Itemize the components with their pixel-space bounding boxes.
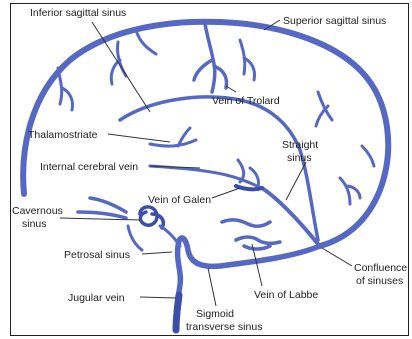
leader-sigmoid xyxy=(208,268,216,306)
leader-thalamostriate xyxy=(108,134,170,142)
vein-of-trolard-vessel xyxy=(194,24,227,92)
label-straight-sinus-line1: Straight xyxy=(282,139,318,151)
vessels xyxy=(23,22,388,330)
label-vein-of-labbe: Vein of Labbe xyxy=(254,289,318,301)
leader-vein-of-trolard xyxy=(226,86,236,92)
leader-petrosal-sinus xyxy=(142,252,172,254)
leader-straight-sinus xyxy=(286,162,306,200)
label-cavernous-sinus-line2: sinus xyxy=(22,218,47,230)
label-straight-sinus-line2: sinus xyxy=(287,152,312,164)
thalamostriate-vessel xyxy=(150,128,196,146)
label-superior-sagittal-sinus: Superior sagittal sinus xyxy=(283,15,386,27)
cortical-vein xyxy=(316,92,332,126)
label-internal-cerebral-vein: Internal cerebral vein xyxy=(40,161,138,173)
inferior-sagittal-sinus-vessel xyxy=(120,97,318,240)
leader-vein-of-galen xyxy=(212,188,240,198)
leader-jugular-vein xyxy=(140,297,176,298)
label-thalamostriate: Thalamostriate xyxy=(28,129,98,141)
cortical-vein xyxy=(340,178,360,204)
leader-cavernous-sinus xyxy=(60,218,140,220)
inferior-vessel xyxy=(128,226,142,250)
cortical-vein xyxy=(58,68,73,110)
label-sigmoid-line2: transverse sinus xyxy=(186,321,262,333)
label-sigmoid-line1: Sigmoid xyxy=(196,308,234,320)
label-confluence-line1: Confluence xyxy=(354,262,407,274)
internal-cerebral-vein-vessel xyxy=(150,160,262,188)
label-jugular-vein: Jugular vein xyxy=(68,292,125,304)
cortical-vein xyxy=(240,40,255,80)
leader-confluence xyxy=(322,248,352,266)
label-cavernous-sinus-line1: Cavernous xyxy=(12,205,63,217)
vein-of-labbe-vessel xyxy=(222,220,280,249)
jugular-vein-vessel xyxy=(176,295,179,330)
label-inferior-sagittal-sinus: Inferior sagittal sinus xyxy=(30,7,126,19)
label-confluence-line2: of sinuses xyxy=(356,275,403,287)
petrosal-sinus-vessel xyxy=(160,226,180,246)
cortical-vein xyxy=(136,30,156,54)
cortical-vein xyxy=(362,146,374,166)
label-vein-of-trolard: Vein of Trolard xyxy=(212,95,280,107)
label-petrosal-sinus: Petrosal sinus xyxy=(64,249,130,261)
label-vein-of-galen: Vein of Galen xyxy=(148,194,211,206)
cavernous-sinus-vessel xyxy=(78,198,126,218)
